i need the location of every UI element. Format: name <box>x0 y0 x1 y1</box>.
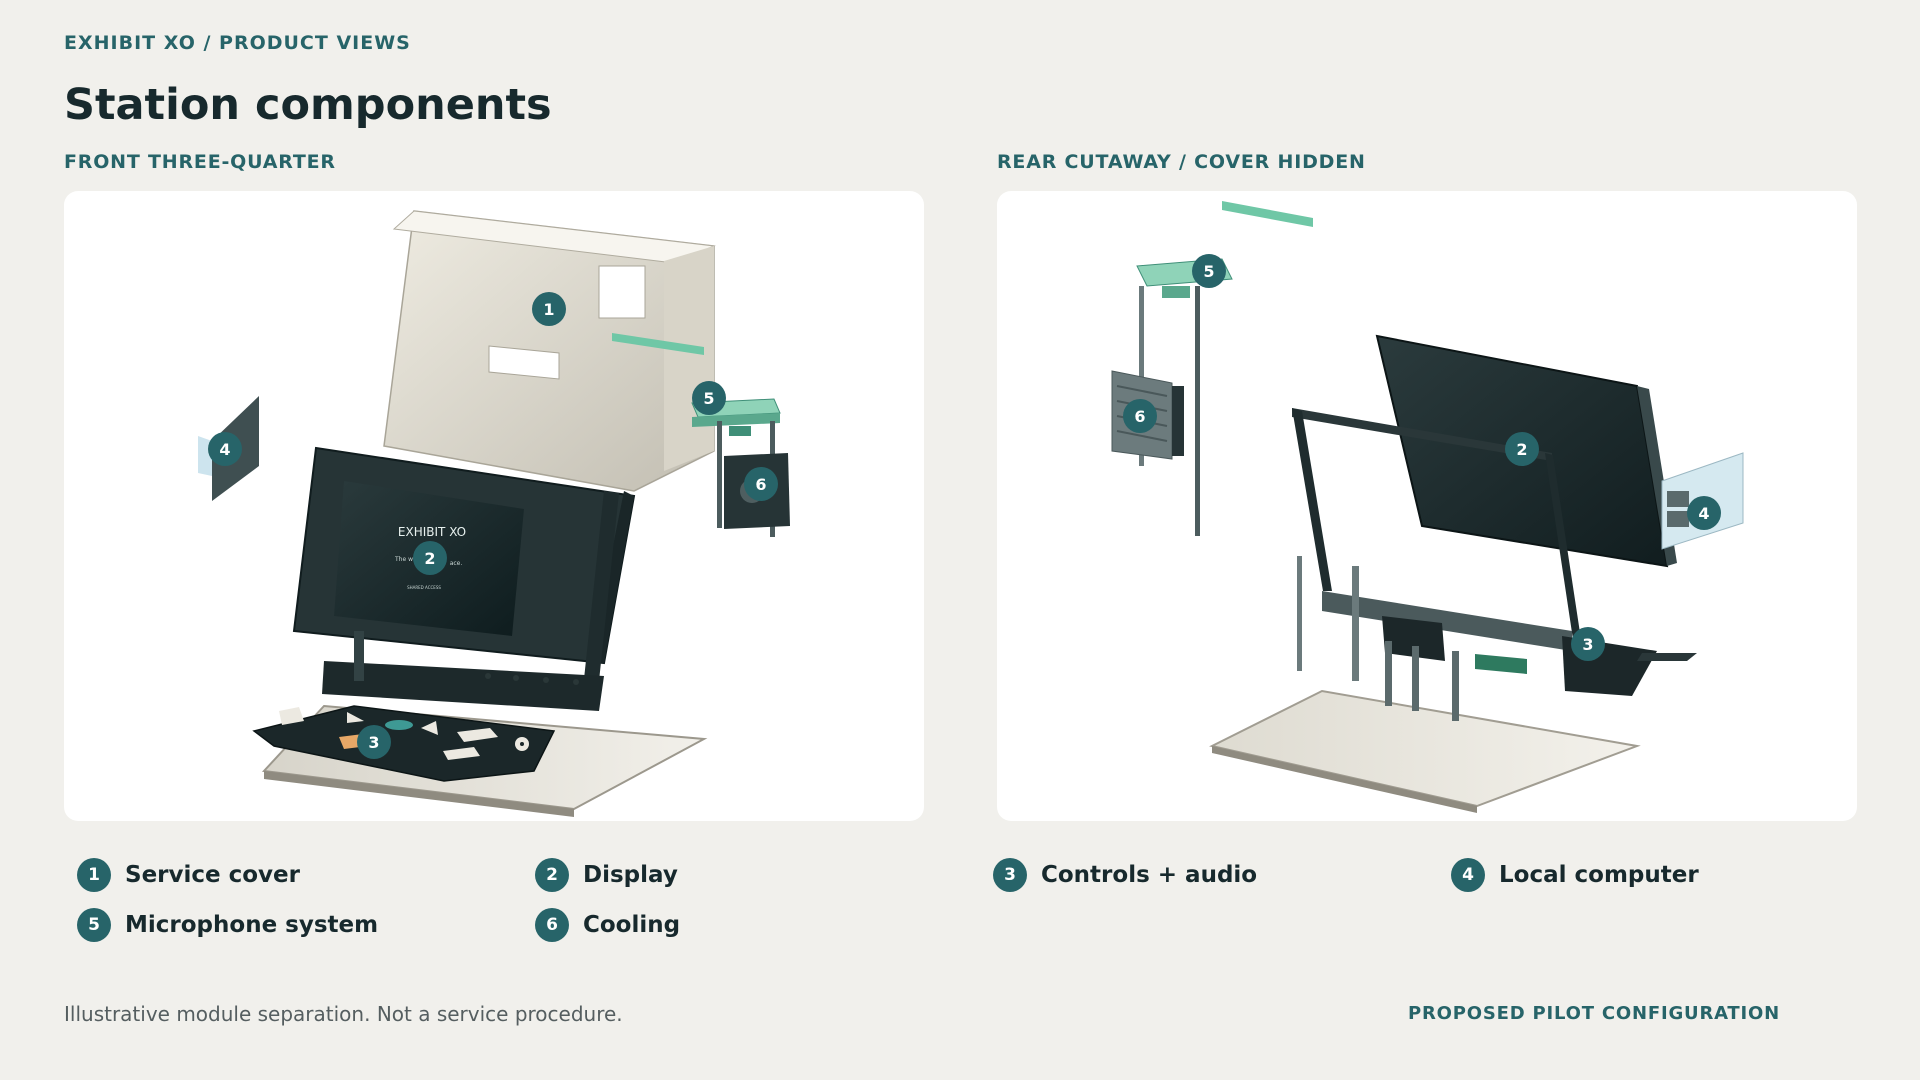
footer-note: Illustrative module separation. Not a se… <box>64 1002 623 1026</box>
service-cover <box>383 210 716 492</box>
rear-marker-local-computer: 4 <box>1687 496 1721 530</box>
legend-label: Local computer <box>1499 862 1699 888</box>
page-eyebrow: EXHIBIT XO / PRODUCT VIEWS <box>64 32 411 54</box>
svg-text:2: 2 <box>1516 440 1527 459</box>
legend-badge: 4 <box>1451 858 1485 892</box>
legend-label: Display <box>583 862 678 888</box>
rear-marker-microphone-system: 5 <box>1192 254 1226 288</box>
marker-controls-audio: 3 <box>357 725 391 759</box>
legend-item-local-computer: 4 Local computer <box>1451 855 1699 895</box>
marker-local-computer: 4 <box>208 432 242 466</box>
screen-brand-text: EXHIBIT XO <box>398 525 466 539</box>
legend-label: Service cover <box>125 862 300 888</box>
legend-label: Controls + audio <box>1041 862 1258 888</box>
legend-item-microphone-system: 5 Microphone system <box>77 905 378 945</box>
legend-badge: 1 <box>77 858 111 892</box>
legend-badge: 3 <box>993 858 1027 892</box>
rear-cutaway-illustration: 5 6 2 4 3 <box>1111 201 1744 813</box>
screen-tagline-start: The w <box>394 556 413 563</box>
svg-text:6: 6 <box>1134 407 1145 426</box>
front-view-panel: EXHIBIT XO The w ace. SHARED ACCESS <box>64 191 924 821</box>
screen-tagline-end: ace. <box>450 560 463 567</box>
svg-text:5: 5 <box>1203 262 1214 281</box>
rear-marker-cooling: 6 <box>1123 399 1157 433</box>
legend-item-controls-audio: 3 Controls + audio <box>993 855 1257 895</box>
svg-text:5: 5 <box>703 389 714 408</box>
legend-item-display: 2 Display <box>535 855 678 895</box>
svg-text:3: 3 <box>1582 635 1593 654</box>
marker-cooling: 6 <box>744 467 778 501</box>
rear-marker-display: 2 <box>1505 432 1539 466</box>
legend-label: Cooling <box>583 912 681 938</box>
rear-marker-controls-audio: 3 <box>1571 627 1605 661</box>
svg-text:6: 6 <box>755 475 766 494</box>
screen-small-text: SHARED ACCESS <box>407 585 441 590</box>
view-label-rear: REAR CUTAWAY / COVER HIDDEN <box>997 151 1366 173</box>
legend-label: Microphone system <box>125 912 379 938</box>
svg-text:4: 4 <box>1698 504 1709 523</box>
display-frame <box>322 491 619 711</box>
legend-item-cooling: 6 Cooling <box>535 905 680 945</box>
page-title: Station components <box>64 80 552 130</box>
legend-badge: 5 <box>77 908 111 942</box>
rear-frame <box>1292 408 1582 646</box>
rear-mic-bar <box>1222 201 1313 227</box>
svg-text:4: 4 <box>219 440 230 459</box>
svg-text:1: 1 <box>543 300 554 319</box>
marker-display: 2 <box>413 541 447 575</box>
marker-service-cover: 1 <box>532 292 566 326</box>
legend-item-service-cover: 1 Service cover <box>77 855 300 895</box>
front-exploded-illustration: EXHIBIT XO The w ace. SHARED ACCESS <box>198 210 790 817</box>
svg-text:3: 3 <box>368 733 379 752</box>
view-label-front: FRONT THREE-QUARTER <box>64 151 336 173</box>
rear-base-plate <box>1209 689 1641 813</box>
svg-text:2: 2 <box>424 549 435 568</box>
legend-badge: 6 <box>535 908 569 942</box>
rear-view-panel: 5 6 2 4 3 <box>997 191 1857 821</box>
footer-config-label: PROPOSED PILOT CONFIGURATION <box>1408 1003 1780 1024</box>
marker-microphone-system: 5 <box>692 381 726 415</box>
legend-badge: 2 <box>535 858 569 892</box>
